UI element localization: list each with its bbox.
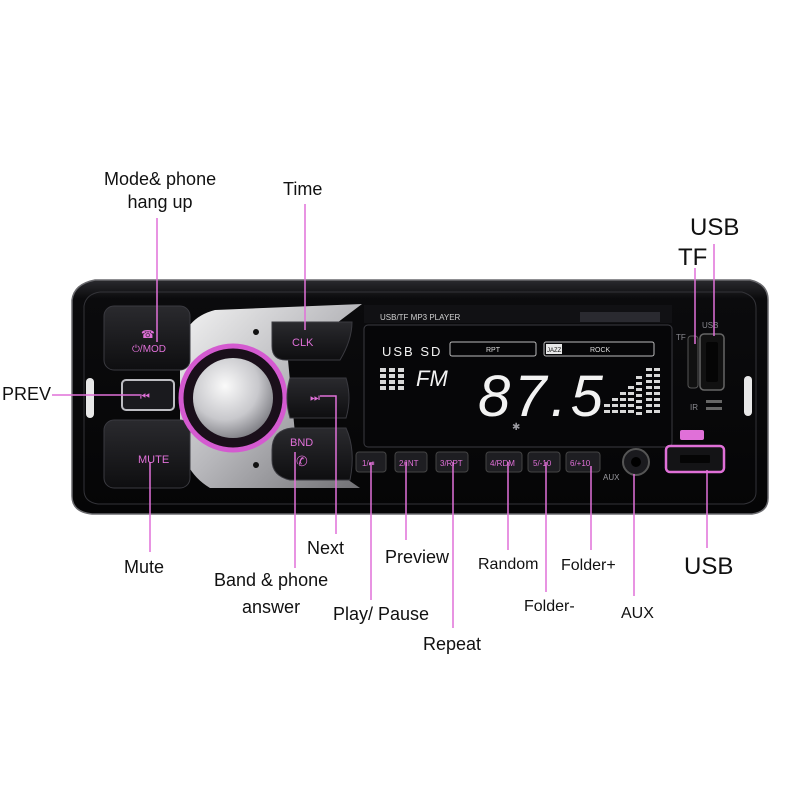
bnd-button[interactable] bbox=[271, 427, 353, 481]
callout-tf: TF bbox=[678, 244, 708, 271]
callout-preview: Preview bbox=[385, 547, 450, 567]
callout-band: Band & phone answer bbox=[214, 569, 328, 620]
ir-label: IR bbox=[690, 403, 698, 412]
next-button[interactable] bbox=[286, 377, 350, 419]
lcd-rpt: RPT bbox=[486, 347, 501, 354]
lcd-rock: ROCK bbox=[590, 347, 611, 354]
tf-slot-label: TF bbox=[676, 333, 686, 342]
callout-mode-line1: Mode& phone bbox=[104, 169, 217, 189]
preset-button-4[interactable] bbox=[485, 451, 523, 473]
lcd-frequency: 87.5 bbox=[478, 364, 607, 429]
mute-button-label: MUTE bbox=[138, 454, 169, 466]
callout-aux: AUX bbox=[621, 605, 654, 622]
phone-answer-icon: ✆ bbox=[296, 453, 308, 469]
preset-button-5[interactable] bbox=[527, 451, 561, 473]
preset-label-1: 1/⏯ bbox=[362, 459, 375, 468]
lcd-band: FM bbox=[416, 366, 448, 391]
lcd-level-bars-right bbox=[604, 368, 660, 415]
right-clip bbox=[744, 376, 752, 416]
device-header: USB/TF MP3 PLAYER bbox=[380, 313, 461, 322]
mode-button-label: ⏻/MOD bbox=[132, 344, 166, 355]
lcd-rpt-frame bbox=[449, 341, 537, 357]
preset-label-5: 5/-10 bbox=[533, 459, 552, 468]
preset-button-2[interactable] bbox=[394, 451, 428, 473]
volume-knob[interactable] bbox=[193, 358, 273, 438]
aux-port-label: AUX bbox=[603, 473, 620, 482]
lcd-source: USB SD bbox=[382, 344, 442, 359]
bluetooth-icon: ✱ bbox=[512, 422, 520, 433]
preset-button-3[interactable] bbox=[435, 451, 469, 473]
callout-repeat: Repeat bbox=[423, 634, 482, 654]
usb-top-port-label: USB bbox=[702, 321, 718, 330]
callout-play: Play/ Pause bbox=[333, 604, 430, 624]
callout-prev: PREV bbox=[2, 384, 52, 404]
clk-button[interactable] bbox=[271, 321, 353, 361]
callout-lines bbox=[52, 204, 715, 628]
next-icon: ⏭ bbox=[310, 392, 320, 404]
left-clip bbox=[86, 378, 94, 418]
callout-folder-plus: Folder+ bbox=[561, 557, 616, 574]
mute-button[interactable] bbox=[103, 419, 191, 489]
mode-button[interactable] bbox=[103, 305, 191, 371]
callout-band-line1: Band & phone bbox=[214, 570, 329, 590]
callout-next: Next bbox=[307, 538, 345, 558]
callout-mode: Mode& phone hang up bbox=[104, 168, 216, 215]
preset-label-6: 6/+10 bbox=[570, 459, 591, 468]
clk-button-label: CLK bbox=[292, 337, 314, 349]
prev-icon: ⏮ bbox=[140, 391, 150, 403]
bnd-button-label: BND bbox=[290, 437, 313, 449]
lcd-eq-frame bbox=[543, 341, 655, 357]
lcd-jazz: JAZZ bbox=[547, 348, 562, 354]
callout-band-line2: answer bbox=[242, 597, 301, 618]
lcd-jazz-bg bbox=[546, 344, 562, 354]
preset-label-4: 4/RDM bbox=[490, 459, 515, 468]
callout-usb-top: USB bbox=[690, 214, 740, 241]
callout-usb-bottom: USB bbox=[684, 553, 734, 580]
callout-mode-line2: hang up bbox=[127, 192, 193, 213]
preset-buttons bbox=[355, 451, 601, 473]
callout-folder-minus: Folder- bbox=[524, 598, 575, 615]
chassis-bevel bbox=[83, 291, 757, 505]
phone-hangup-icon: ☎ bbox=[141, 329, 155, 341]
preset-label-3: 3/RPT bbox=[440, 459, 463, 468]
callout-time: Time bbox=[283, 179, 323, 199]
lcd-level-bars-left bbox=[380, 368, 404, 390]
tf-slot[interactable] bbox=[687, 335, 699, 389]
callout-mute: Mute bbox=[124, 557, 165, 577]
preset-label-2: 2/INT bbox=[399, 459, 419, 468]
callout-random: Random bbox=[478, 556, 539, 573]
